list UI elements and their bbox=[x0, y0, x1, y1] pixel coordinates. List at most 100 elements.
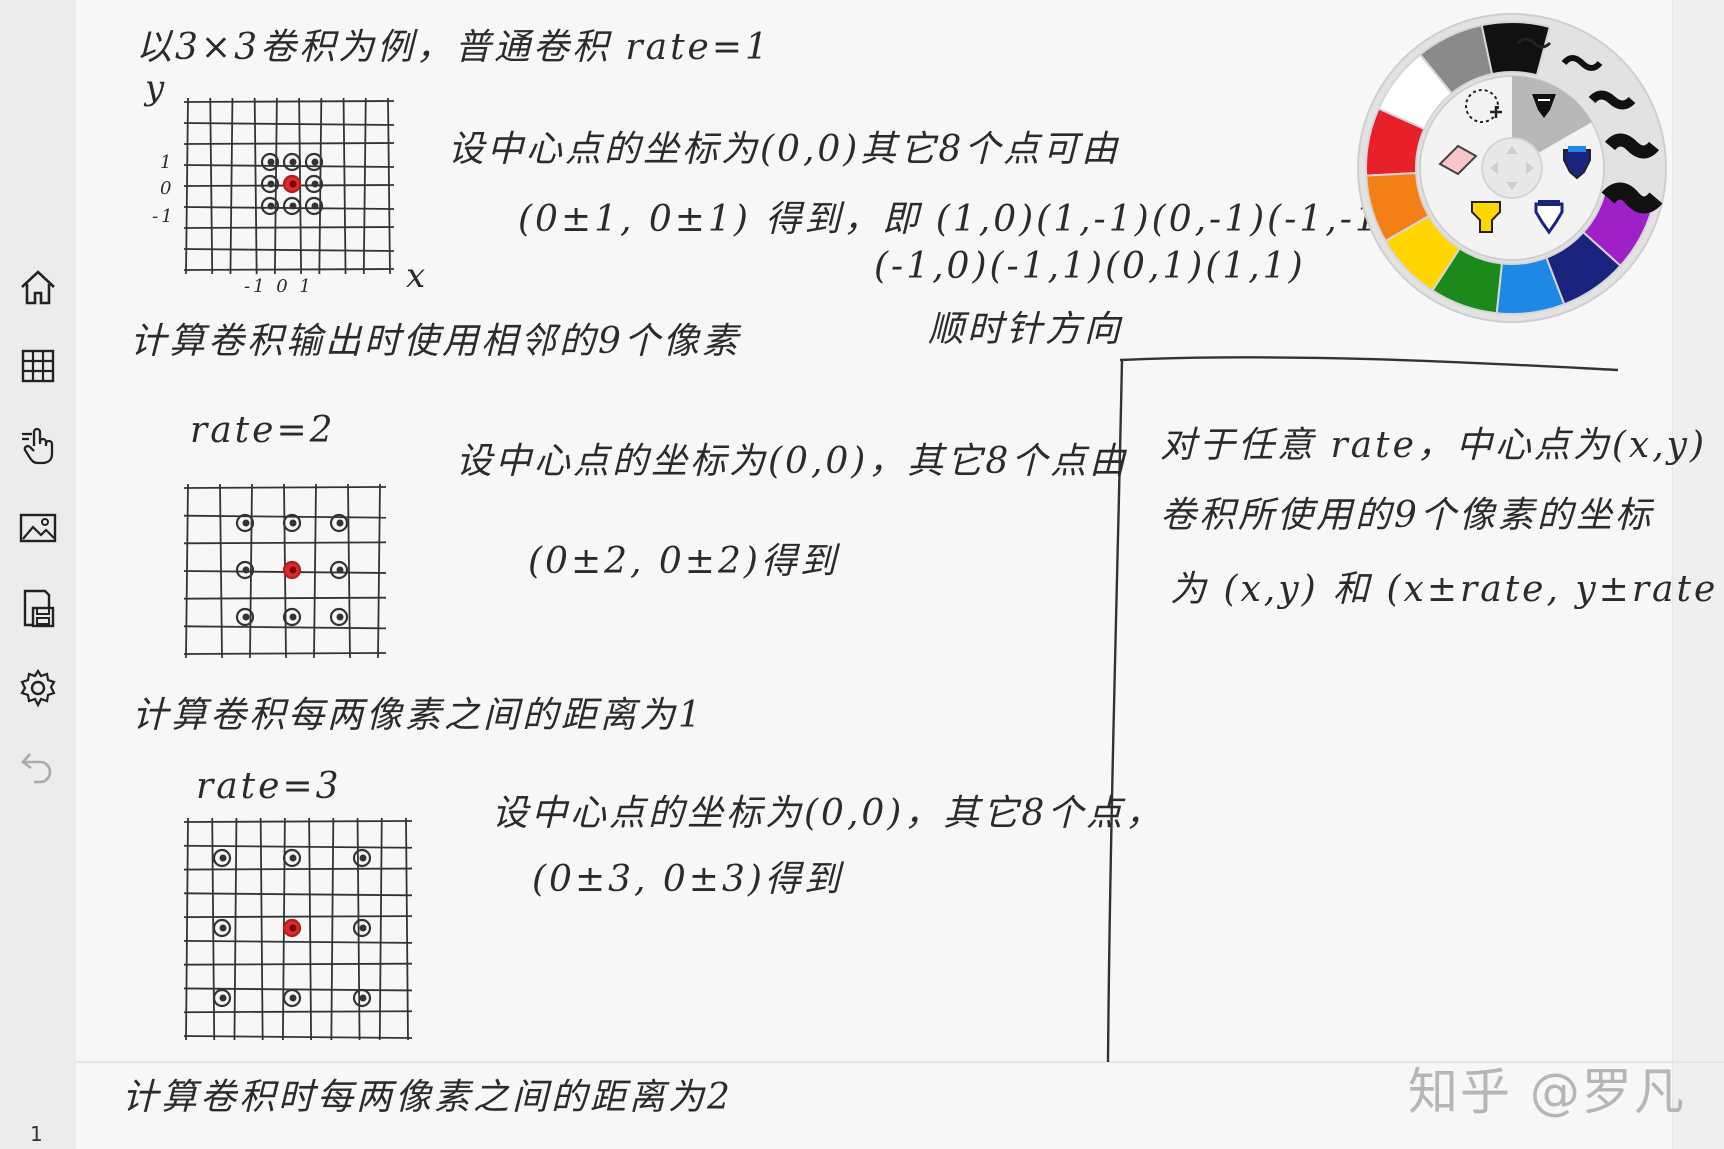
grid2-vline bbox=[377, 483, 381, 659]
box-line-b: 卷积所使用的9个像素的坐标 bbox=[1160, 495, 1654, 536]
watermark: 知乎 @罗凡 bbox=[1408, 1063, 1686, 1121]
grid1-sample-point bbox=[282, 152, 302, 172]
grid2-sample-point-core bbox=[242, 519, 250, 527]
grid2-sample-point bbox=[329, 560, 349, 580]
marker-icon[interactable] bbox=[1563, 146, 1591, 180]
grid1-sample-point-core bbox=[311, 202, 319, 210]
desc3-line-a: 设中心点的坐标为(0,0)，其它8个点， bbox=[492, 793, 1165, 834]
hand-icon[interactable] bbox=[12, 420, 64, 472]
grid2-sample-point bbox=[235, 607, 255, 627]
box-line-a: 对于任意 rate，中心点为(x,y) bbox=[1160, 425, 1708, 466]
grid2-hline bbox=[183, 514, 387, 519]
box-top-line bbox=[1119, 356, 1619, 372]
grid-icon[interactable] bbox=[12, 340, 64, 392]
grid2-hline bbox=[183, 541, 387, 545]
grid3-vline bbox=[330, 817, 335, 1041]
rate3-label: rate=3 bbox=[196, 766, 342, 807]
grid2-sample-point-core bbox=[289, 566, 297, 574]
grid2-sample-point-core bbox=[336, 613, 344, 621]
fountain-pen-icon[interactable] bbox=[1534, 200, 1564, 235]
grid3-vline bbox=[405, 817, 409, 1041]
note-line-2: 计算卷积输出时使用相邻的9个像素 bbox=[130, 321, 741, 362]
undo-icon[interactable] bbox=[12, 742, 64, 794]
desc2-line-a: 设中心点的坐标为(0,0)，其它8个点由 bbox=[456, 441, 1129, 482]
grid2-vline bbox=[313, 483, 317, 659]
stroke-width-4 bbox=[1605, 133, 1659, 159]
grid3-sample-point-core bbox=[359, 994, 367, 1002]
grid3-sample-point bbox=[282, 988, 302, 1008]
grid3-hline bbox=[183, 820, 413, 823]
axis-x-label: x bbox=[406, 256, 429, 296]
desc3-line-b: (0±3, 0±3)得到 bbox=[532, 859, 843, 900]
image-icon[interactable] bbox=[12, 502, 64, 554]
tick-y-1: 1 bbox=[160, 152, 175, 173]
grid3-hline bbox=[183, 962, 413, 966]
desc1-line-a: 设中心点的坐标为(0,0)其它8个点可由 bbox=[448, 129, 1121, 170]
tick-y-0: 0 bbox=[160, 178, 175, 199]
grid3-hline bbox=[183, 915, 413, 919]
grid1-hline bbox=[183, 206, 395, 210]
grid1-hline bbox=[183, 122, 395, 126]
grid2-sample-point bbox=[235, 513, 255, 533]
pen-color-wheel[interactable] bbox=[1352, 8, 1672, 328]
grid1-hline bbox=[183, 142, 395, 145]
color-swatch[interactable] bbox=[1480, 21, 1552, 77]
grid-sketches bbox=[183, 97, 413, 1041]
desc1-line-d: 顺时针方向 bbox=[928, 309, 1124, 350]
grid3-vline bbox=[356, 817, 361, 1041]
tick-x-row: -1 0 1 bbox=[244, 276, 314, 297]
grid1-hline bbox=[183, 248, 395, 252]
highlighter-icon[interactable] bbox=[1471, 201, 1501, 233]
grid3-vline bbox=[185, 817, 189, 1041]
grid1-sample-point-core bbox=[267, 202, 275, 210]
desc1-line-c: (-1,0)(-1,1)(0,1)(1,1) bbox=[874, 246, 1306, 287]
tick-y-m1: -1 bbox=[152, 206, 176, 227]
lasso-select-icon[interactable] bbox=[1465, 89, 1502, 123]
rate2-label: rate=2 bbox=[190, 410, 336, 451]
grid1-sample-point bbox=[260, 152, 280, 172]
eraser-icon[interactable] bbox=[1438, 144, 1478, 176]
grid3-sample-point bbox=[212, 918, 232, 938]
grid1-sample-point-core bbox=[289, 202, 297, 210]
grid2-sample-point-core bbox=[289, 519, 297, 527]
stroke-width-3 bbox=[1588, 90, 1636, 110]
grid1-sample-point bbox=[304, 174, 324, 194]
grid1-sample-point-core bbox=[289, 180, 297, 188]
grid2-hline bbox=[183, 652, 387, 655]
grid3-hline bbox=[183, 892, 413, 897]
stroke-width-5 bbox=[1601, 182, 1663, 214]
grid3-sample-point-core bbox=[289, 854, 297, 862]
grid3-sample-point bbox=[352, 918, 372, 938]
grid1-hline bbox=[183, 100, 395, 103]
home-icon[interactable] bbox=[12, 262, 64, 314]
pencil-icon[interactable] bbox=[1532, 94, 1556, 118]
grid1-sample-point-core bbox=[311, 158, 319, 166]
grid3-sample-point-core bbox=[359, 924, 367, 932]
wheel-center-nav[interactable] bbox=[1481, 137, 1543, 199]
grid3-sample-point-core bbox=[219, 924, 227, 932]
grid2-sample-point bbox=[235, 560, 255, 580]
grid3-sample-point bbox=[352, 988, 372, 1008]
save-icon[interactable] bbox=[12, 582, 64, 634]
grid1-sample-point bbox=[260, 174, 280, 194]
sidebar: 1 bbox=[0, 0, 77, 1149]
gear-icon[interactable] bbox=[12, 662, 64, 714]
grid3-vline bbox=[308, 817, 313, 1041]
note-line-4: 计算卷积时每两像素之间的距离为2 bbox=[122, 1077, 733, 1118]
grid3-hline bbox=[183, 1010, 413, 1014]
grid3-hline bbox=[183, 939, 413, 944]
grid1-sample-point-core bbox=[267, 180, 275, 188]
stroke-width-2 bbox=[1561, 55, 1603, 71]
box-line-c: 为 (x,y) 和 (x±rate, y±rate bbox=[1170, 569, 1719, 610]
note-line-1: 以3×3卷积为例，普通卷积 rate=1 bbox=[136, 27, 771, 68]
grid2-hline bbox=[183, 596, 387, 600]
grid2-sample-point-core bbox=[289, 613, 297, 621]
grid1-sample-point bbox=[304, 152, 324, 172]
grid2-sample-point-core bbox=[242, 566, 250, 574]
desc2-line-b: (0±2, 0±2)得到 bbox=[528, 541, 839, 582]
desc1-line-b: (0±1, 0±1) 得到，即 (1,0)(1,-1)(0,-1)(-1,-1) bbox=[518, 199, 1398, 240]
grid2-hline bbox=[183, 625, 387, 630]
grid2-sample-point bbox=[282, 607, 302, 627]
grid1-sample-point-core bbox=[267, 158, 275, 166]
grid1-sample-point-core bbox=[289, 158, 297, 166]
